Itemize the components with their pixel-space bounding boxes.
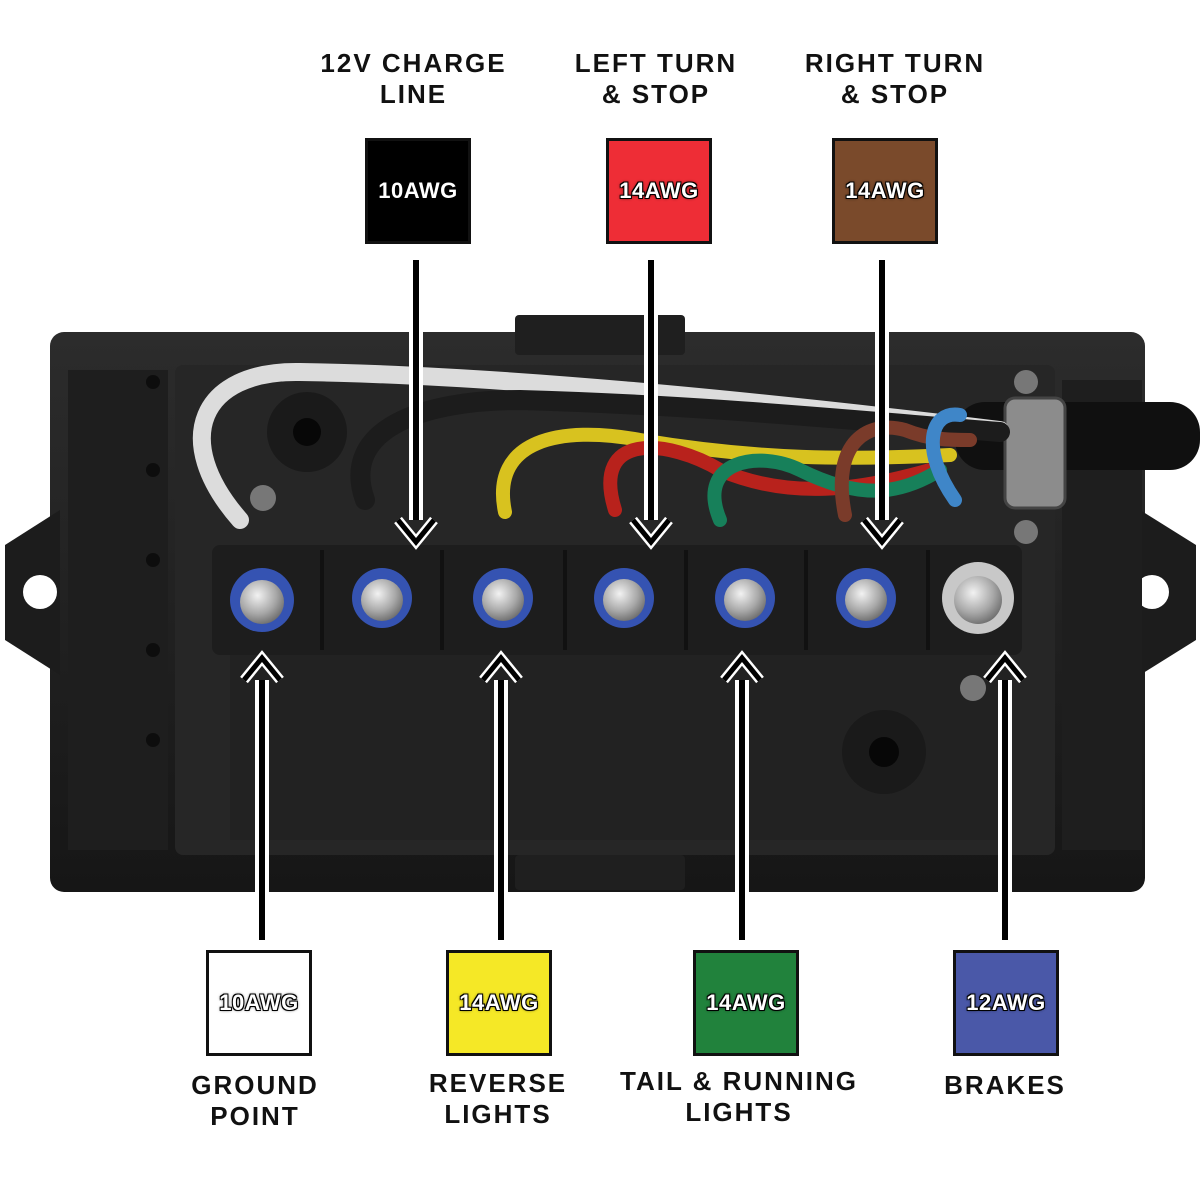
gauge-label: 14AWG xyxy=(459,990,539,1015)
label-reverse-lights: REVERSE LIGHTS xyxy=(408,1068,588,1130)
gauge-label: 10AWG xyxy=(219,990,299,1015)
arrow-down-12v-charge xyxy=(394,260,438,550)
label-line-2: & STOP xyxy=(601,79,711,109)
swatch-right-turn-stop: 14AWG xyxy=(832,138,938,244)
swatch-ground-point: 10AWG xyxy=(206,950,312,1056)
label-line-2: LINE xyxy=(379,79,448,109)
label-line-1: TAIL & RUNNING xyxy=(620,1066,858,1096)
label-line-1: LEFT TURN xyxy=(574,48,738,78)
label-left-turn-stop: LEFT TURN & STOP xyxy=(556,48,756,110)
arrow-down-right-turn xyxy=(860,260,904,550)
arrow-up-ground xyxy=(240,650,284,940)
wires xyxy=(192,362,1010,529)
label-line-1: GROUND xyxy=(191,1070,319,1100)
arrow-down-left-turn xyxy=(629,260,673,550)
label-ground-point: GROUND POINT xyxy=(165,1070,345,1132)
swatch-12v-charge-line: 10AWG xyxy=(365,138,471,244)
gauge-label: 14AWG xyxy=(845,178,925,203)
gauge-label: 14AWG xyxy=(619,178,699,203)
gauge-label: 14AWG xyxy=(706,990,786,1015)
arrow-up-brakes xyxy=(983,650,1027,940)
label-line-1: REVERSE xyxy=(428,1068,568,1098)
swatch-reverse-lights: 14AWG xyxy=(446,950,552,1056)
pointer-arrows xyxy=(240,260,1027,940)
label-right-turn-stop: RIGHT TURN & STOP xyxy=(790,48,1000,110)
label-tail-running-lights: TAIL & RUNNING LIGHTS xyxy=(610,1066,868,1128)
label-line-1: RIGHT TURN xyxy=(804,48,986,78)
label-line-1: 12V CHARGE xyxy=(320,48,507,78)
label-12v-charge-line: 12V CHARGE LINE xyxy=(306,48,521,110)
label-brakes: BRAKES xyxy=(920,1070,1090,1101)
gauge-label: 10AWG xyxy=(378,178,458,203)
swatch-brakes: 12AWG xyxy=(953,950,1059,1056)
gauge-label: 12AWG xyxy=(966,990,1046,1015)
label-line-2: POINT xyxy=(210,1101,300,1131)
swatch-tail-running-lights: 14AWG xyxy=(693,950,799,1056)
arrow-up-tail-running xyxy=(720,650,764,940)
label-line-2: LIGHTS xyxy=(685,1097,793,1127)
label-line-2: BRAKES xyxy=(944,1070,1066,1100)
swatch-left-turn-stop: 14AWG xyxy=(606,138,712,244)
terminal-studs xyxy=(230,562,1014,634)
label-line-2: LIGHTS xyxy=(444,1099,552,1129)
label-line-2: & STOP xyxy=(840,79,950,109)
arrow-up-reverse xyxy=(479,650,523,940)
